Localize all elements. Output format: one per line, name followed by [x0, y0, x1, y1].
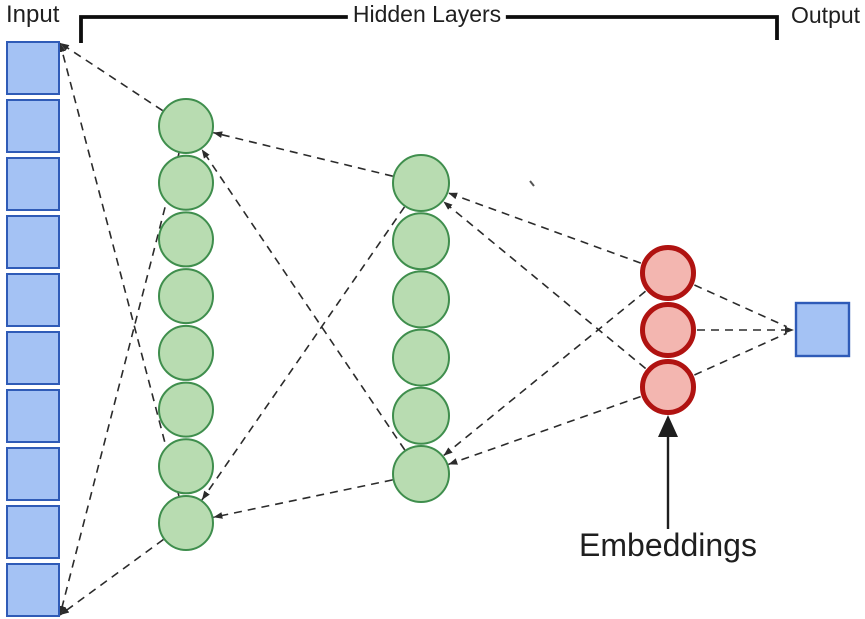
connection-line [213, 131, 393, 177]
hidden-layers-label: Hidden Layers [347, 1, 507, 28]
input-node [6, 447, 60, 501]
connection-line [694, 284, 788, 328]
hidden-layer-2-node [392, 270, 450, 329]
stray-mark [529, 180, 535, 187]
connection-line [58, 42, 180, 497]
connection-line [442, 290, 647, 457]
hidden-layer-2-node [392, 386, 450, 445]
connection-line [442, 200, 647, 370]
hidden-layer-1-node [158, 211, 214, 268]
connection-line [59, 538, 164, 616]
hidden-layer-1-node [158, 154, 214, 211]
connections-group [58, 42, 794, 616]
connection-line [201, 148, 406, 451]
input-node [6, 389, 60, 443]
output-label: Output [791, 2, 861, 28]
input-label: Input [6, 1, 60, 28]
input-node [6, 273, 60, 327]
input-node [6, 331, 60, 385]
embedding-node [640, 302, 696, 358]
input-node [6, 215, 60, 269]
input-node [6, 41, 60, 95]
input-node [6, 157, 60, 211]
hidden-layer-2-node [392, 212, 450, 271]
connection-line [58, 152, 180, 616]
connection-line [59, 42, 164, 112]
embeddings-arrow [658, 415, 678, 529]
hidden-layer-1-node [158, 495, 214, 551]
connection-line [694, 332, 788, 376]
embeddings-arrowhead-icon [658, 415, 678, 437]
hidden-layer-1-node [158, 324, 214, 381]
output-node [794, 301, 851, 358]
hidden-layer-2-node [392, 445, 450, 503]
connection-line [448, 395, 641, 466]
hidden-layer-1-node [158, 268, 214, 325]
connection-line [213, 479, 393, 519]
input-node [6, 99, 60, 153]
embeddings-label: Embeddings [579, 527, 757, 563]
connection-line [201, 206, 406, 501]
hidden-layer-1-node [158, 381, 214, 438]
hidden-layer-1-node [158, 98, 214, 154]
embedding-node [640, 245, 696, 301]
input-node [6, 505, 60, 559]
embedding-node [640, 359, 696, 415]
hidden-layer-1-node [158, 438, 214, 495]
nodes-group [6, 41, 851, 617]
connection-line [447, 192, 642, 264]
hidden-layer-2-node [392, 328, 450, 387]
input-node [6, 563, 60, 617]
hidden-layer-2-node [392, 154, 450, 212]
